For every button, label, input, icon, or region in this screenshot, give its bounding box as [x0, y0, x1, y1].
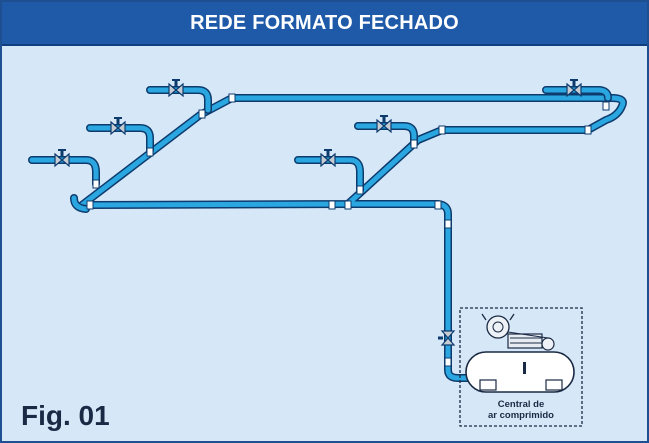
- right-drop-branches: [294, 86, 612, 194]
- page-title: REDE FORMATO FECHADO: [190, 11, 459, 34]
- compressor-label-line2: ar comprimido: [488, 410, 554, 421]
- main-valve-icon: [438, 330, 456, 346]
- left-drop-branches: [28, 86, 212, 188]
- pipe-fittings: [86, 93, 610, 367]
- title-bar: REDE FORMATO FECHADO: [2, 2, 647, 46]
- main-pipe-ring: [70, 94, 627, 382]
- compressor-dashed-box: [459, 307, 583, 427]
- figure-label: Fig. 01: [21, 400, 110, 431]
- compressor-label-line1: Central de: [498, 399, 544, 410]
- air-compressor-unit: Central de ar comprimido: [459, 307, 583, 427]
